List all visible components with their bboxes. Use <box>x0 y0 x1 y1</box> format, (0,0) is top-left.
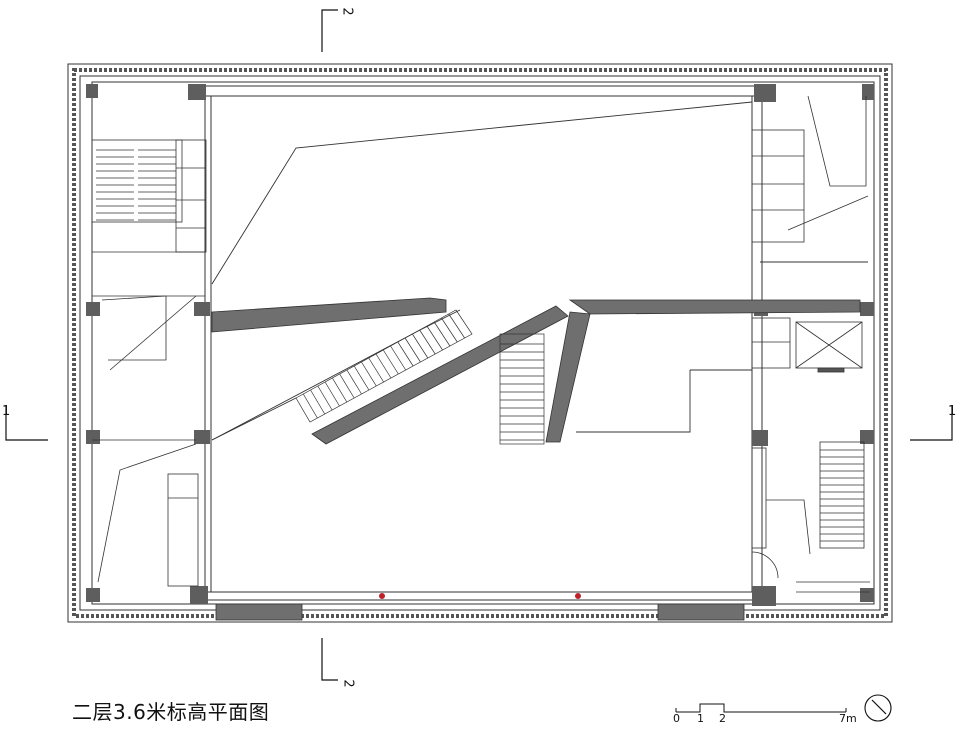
column <box>862 84 874 100</box>
stair-tread <box>419 329 436 355</box>
column <box>190 586 208 604</box>
column <box>86 430 100 444</box>
stair-tread <box>441 317 458 343</box>
left-stair-core <box>91 139 207 587</box>
column <box>860 430 874 444</box>
columns <box>86 84 874 606</box>
north-arrow-icon <box>864 694 892 722</box>
stair-tread <box>397 341 414 367</box>
stair-tread <box>302 393 318 419</box>
stair-tread <box>361 361 377 387</box>
drawing-title: 二层3.6米标高平面图 <box>72 700 270 724</box>
stair-tread <box>426 325 443 351</box>
stair-tread <box>346 369 362 395</box>
scale-label-7m: 7m <box>839 712 857 725</box>
column <box>86 588 100 602</box>
interior-boundary <box>91 81 875 605</box>
stair-tread <box>317 385 333 411</box>
column <box>754 84 776 102</box>
stair-tread <box>382 349 399 375</box>
column <box>188 84 206 100</box>
stair-tread <box>375 353 392 379</box>
scale-label-2: 2 <box>719 712 726 725</box>
ramp-outlines <box>211 101 868 441</box>
scale-label-0: 0 <box>673 712 680 725</box>
stair-tread <box>412 333 429 359</box>
stair-tread <box>310 389 326 415</box>
column <box>752 586 776 606</box>
scale-label-1: 1 <box>697 712 704 725</box>
outer-wall <box>72 68 888 618</box>
inner-wall-line <box>79 75 881 611</box>
ramp-beams <box>211 297 861 445</box>
main-hall <box>204 85 763 601</box>
section-1-left-label: 1 <box>2 404 11 419</box>
right-core <box>751 95 870 593</box>
column <box>86 302 100 316</box>
facade-walls <box>215 603 745 621</box>
section-markers <box>5 9 953 681</box>
column <box>86 84 98 98</box>
accent-points <box>379 593 581 599</box>
scale-bar <box>675 703 847 713</box>
stair-tread <box>339 373 355 399</box>
section-2-top-label: 2 <box>339 7 355 16</box>
stair-tread <box>368 357 384 383</box>
building-outline <box>67 63 893 623</box>
column <box>860 302 874 316</box>
stair-tread <box>433 321 451 347</box>
center-stair <box>499 333 545 445</box>
stair-tread <box>390 345 407 371</box>
stair-tread <box>332 377 348 403</box>
stair-tread <box>404 337 421 363</box>
stair-tread <box>448 313 465 339</box>
section-1-right-label: 1 <box>948 404 957 419</box>
column <box>752 430 768 446</box>
stair-tread <box>324 381 340 407</box>
column <box>194 430 210 444</box>
section-2-bottom-label: 2 <box>340 679 356 688</box>
stair-tread <box>353 365 370 391</box>
column <box>860 588 874 602</box>
column <box>194 302 210 316</box>
